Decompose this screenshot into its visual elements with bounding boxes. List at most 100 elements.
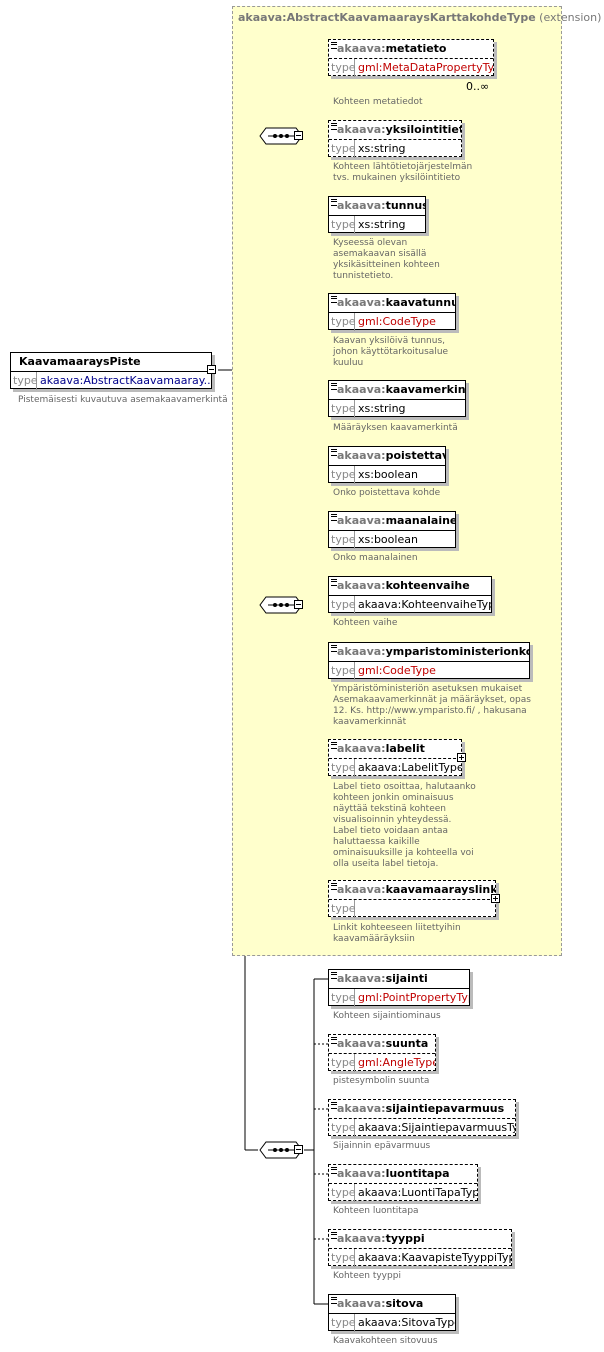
- element-doc: Kaavakohteen sitovuus: [333, 1336, 438, 1346]
- root-element-name: KaavamaaraysPiste: [11, 353, 211, 372]
- expand-toggle[interactable]: [491, 894, 500, 903]
- element-icon: [331, 742, 337, 749]
- element-doc: Määräyksen kaavamerkintä: [333, 423, 458, 433]
- sequence-collapse-toggle[interactable]: [294, 131, 303, 140]
- element-icon: [331, 1232, 337, 1239]
- element-name: akaava:maanalainen: [329, 512, 455, 531]
- root-type-value: akaava:AbstractKaavamaaray...: [40, 374, 211, 387]
- element-icon: [331, 1102, 337, 1109]
- element-doc: Kohteen vaihe: [333, 618, 398, 628]
- element-name: akaava:yksilointitieto: [329, 121, 461, 140]
- element-name: akaava:tyyppi: [329, 1230, 511, 1249]
- element-icon: [331, 296, 337, 303]
- element-doc: Onko maanalainen: [333, 553, 418, 563]
- element-name: akaava:kaavamerkinta: [329, 381, 465, 400]
- element-doc: Kohteen sijaintiominaus: [333, 1011, 441, 1021]
- element-name: akaava:poistettava: [329, 447, 445, 466]
- element-name: akaava:metatieto: [329, 40, 493, 59]
- element-doc: Linkit kohteeseen liitettyihin kaavamäär…: [333, 923, 461, 944]
- element-icon: [331, 883, 337, 890]
- element-icon: [331, 1297, 337, 1304]
- element-name: akaava:sijaintiepavarmuus: [329, 1100, 515, 1119]
- element-box-kaavamaarayslinkit[interactable]: akaava:kaavamaarayslinkit type: [328, 880, 496, 918]
- sequence-compositor-icon[interactable]: [258, 594, 306, 616]
- element-name: akaava:sitova: [329, 1295, 455, 1314]
- element-icon: [331, 1037, 337, 1044]
- element-icon: [331, 1167, 337, 1174]
- element-name: akaava:kohteenvaihe: [329, 577, 491, 596]
- element-doc: Label tieto osoittaa, halutaanko kohteen…: [333, 782, 476, 869]
- element-name: akaava:labelit: [329, 740, 461, 759]
- root-type-label: type: [11, 372, 38, 390]
- element-icon: [331, 972, 337, 979]
- element-doc: Kohteen lähtötietojärjestelmän tvs. muka…: [333, 162, 473, 183]
- sequence-collapse-toggle[interactable]: [294, 600, 303, 609]
- sequence-compositor-icon[interactable]: [258, 1139, 306, 1161]
- sequence-compositor-icon[interactable]: [258, 125, 306, 147]
- element-doc: Onko poistettava kohde: [333, 488, 441, 498]
- element-icon: [331, 514, 337, 521]
- element-box-ymparistoministerionkoodi[interactable]: akaava:ymparistoministerionko... typegml…: [328, 642, 530, 680]
- element-name: akaava:luontitapa: [329, 1165, 477, 1184]
- element-box-sijainti[interactable]: akaava:sijainti typegml:PointPropertyTyp…: [328, 969, 470, 1007]
- element-name: akaava:tunnus: [329, 197, 425, 216]
- element-doc: Kyseessä olevan asemakaavan sisällä yksi…: [333, 238, 440, 281]
- element-icon: [331, 645, 337, 652]
- expand-toggle[interactable]: [457, 753, 466, 762]
- sequence-collapse-toggle[interactable]: [294, 1145, 303, 1154]
- element-name: akaava:ymparistoministerionko...: [329, 643, 529, 662]
- extension-type-name: akaava:AbstractKaavamaaraysKarttakohdeTy…: [238, 11, 536, 24]
- element-doc: Kohteen metatiedot: [333, 97, 423, 107]
- element-doc: Kohteen tyyppi: [333, 1271, 401, 1281]
- element-doc: Ympäristöministeriön asetuksen mukaiset …: [333, 684, 531, 727]
- element-doc: Kaavan yksilöivä tunnus, johon käyttötar…: [333, 336, 449, 368]
- extension-title: akaava:AbstractKaavamaaraysKarttakohdeTy…: [238, 11, 601, 24]
- element-name: akaava:sijainti: [329, 970, 469, 989]
- element-icon: [331, 449, 337, 456]
- element-doc: Kohteen luontitapa: [333, 1206, 419, 1216]
- element-name: akaava:kaavamaarayslinkit: [329, 881, 495, 900]
- element-icon: [331, 199, 337, 206]
- element-icon: [331, 579, 337, 586]
- element-doc: pistesymbolin suunta: [333, 1076, 430, 1086]
- element-icon: [331, 123, 337, 130]
- element-doc: Sijainnin epävarmuus: [333, 1141, 431, 1151]
- element-icon: [331, 383, 337, 390]
- multiplicity-label: 0..∞: [466, 80, 490, 93]
- element-icon: [331, 42, 337, 49]
- root-collapse-toggle[interactable]: [207, 365, 216, 374]
- extension-suffix: (extension): [539, 11, 602, 24]
